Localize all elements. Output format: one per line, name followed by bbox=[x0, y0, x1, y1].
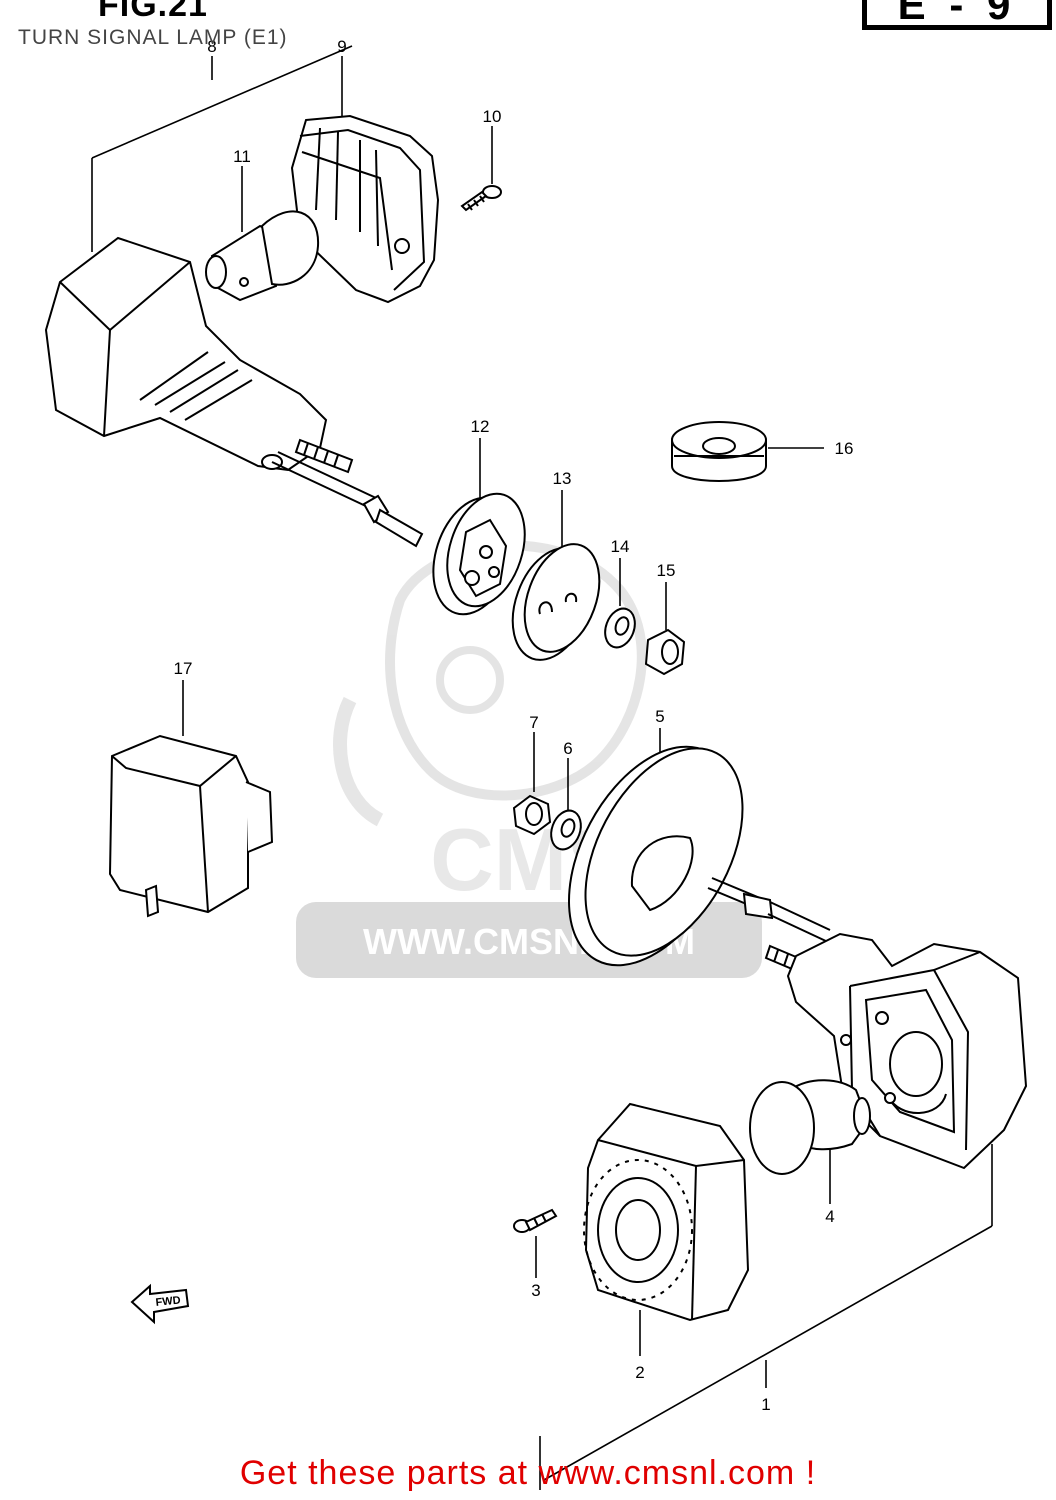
washer-14 bbox=[604, 607, 636, 649]
lower-bulb bbox=[749, 1079, 871, 1175]
callout-10: 10 bbox=[483, 107, 502, 126]
washer-6 bbox=[550, 809, 582, 851]
cushion-13 bbox=[511, 543, 601, 661]
callout-13: 13 bbox=[553, 469, 572, 488]
lower-lens bbox=[583, 1102, 750, 1322]
part-number-labels: 8 9 10 11 12 13 14 15 16 17 7 6 5 4 3 2 … bbox=[174, 37, 854, 1414]
nut-15 bbox=[644, 628, 686, 676]
upper-bulb bbox=[205, 210, 320, 302]
callout-12: 12 bbox=[471, 417, 490, 436]
grommet-16 bbox=[671, 421, 767, 482]
callout-16: 16 bbox=[835, 439, 854, 458]
callout-15: 15 bbox=[657, 561, 676, 580]
nut-7 bbox=[512, 794, 552, 836]
cushion-12 bbox=[432, 492, 526, 616]
flasher-relay-17 bbox=[108, 734, 274, 918]
callout-6: 6 bbox=[563, 739, 572, 758]
callout-7: 7 bbox=[529, 713, 538, 732]
callout-2: 2 bbox=[635, 1363, 644, 1382]
callout-9: 9 bbox=[337, 37, 346, 56]
callout-1: 1 bbox=[761, 1395, 770, 1414]
fig-number: FIG.21 bbox=[98, 0, 208, 24]
fwd-direction-arrow: FWD bbox=[130, 1283, 190, 1325]
fwd-arrow-label: FWD bbox=[155, 1294, 181, 1309]
leader-lines bbox=[91, 45, 993, 1490]
diagram-title: TURN SIGNAL LAMP (E1) bbox=[18, 26, 288, 49]
fig-code: E - 9 bbox=[897, 0, 1017, 28]
callout-3: 3 bbox=[531, 1281, 540, 1300]
upper-lens bbox=[290, 114, 440, 304]
callout-17: 17 bbox=[174, 659, 193, 678]
callout-8: 8 bbox=[207, 37, 216, 56]
callout-5: 5 bbox=[655, 707, 664, 726]
callout-11: 11 bbox=[233, 147, 251, 166]
callout-14: 14 bbox=[611, 537, 630, 556]
fig-code-box: E - 9 bbox=[862, 0, 1052, 30]
callout-4: 4 bbox=[825, 1207, 834, 1226]
upper-lens-screw bbox=[460, 185, 502, 212]
upper-turn-signal-housing bbox=[44, 236, 424, 548]
get-parts-link[interactable]: Get these parts at www.cmsnl.com ! bbox=[239, 1454, 817, 1492]
lower-lens-screw bbox=[513, 1208, 558, 1233]
